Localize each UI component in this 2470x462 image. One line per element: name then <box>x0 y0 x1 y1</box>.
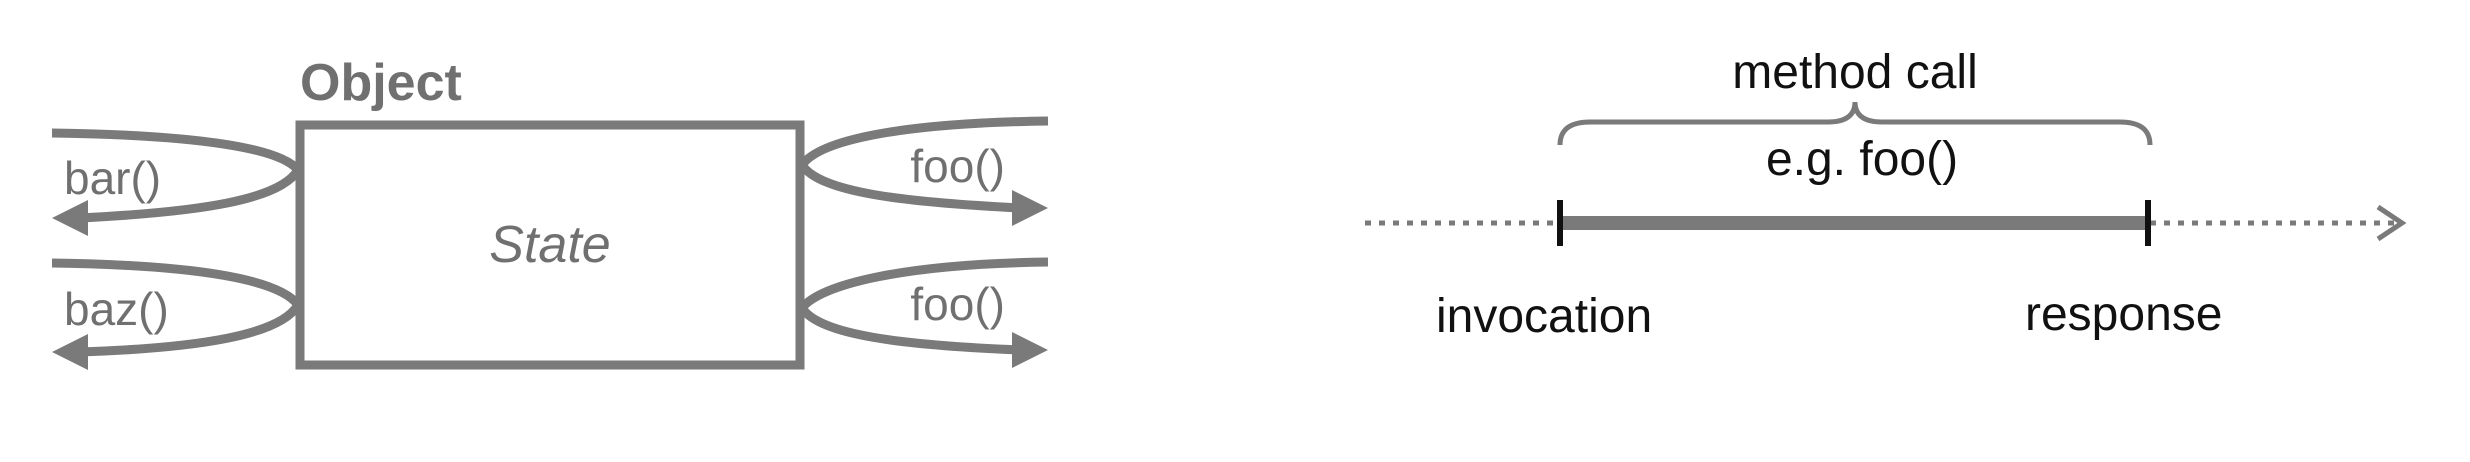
loop-curve <box>796 257 1049 355</box>
timeline-arrow-head <box>2376 204 2407 242</box>
object-title: Object <box>300 54 462 112</box>
left-loop-bar: bar() <box>51 128 304 236</box>
arrow-head-left <box>52 200 88 236</box>
arrow-head-left <box>52 334 88 370</box>
loop-curve <box>51 258 304 357</box>
method-label-baz: baz() <box>64 283 169 335</box>
loop-curve <box>51 128 304 223</box>
brace-label: method call <box>1732 46 1977 99</box>
object-box <box>295 120 805 370</box>
loop-curve <box>796 116 1049 213</box>
right-loop-foo-1: foo() <box>796 116 1049 226</box>
method-label-foo-1: foo() <box>910 140 1005 192</box>
state-label: State <box>489 216 610 274</box>
left-loop-baz: baz() <box>51 258 304 370</box>
right-loop-foo-2: foo() <box>796 257 1049 368</box>
example-label: e.g. foo() <box>1766 133 1958 186</box>
method-label-bar: bar() <box>64 152 161 204</box>
method-label-foo-2: foo() <box>910 278 1005 330</box>
curly-brace <box>1557 101 2153 146</box>
arrow-head-right <box>1012 190 1048 226</box>
invocation-label: invocation <box>1436 290 1652 343</box>
object-diagram: Object State bar() baz() foo() foo() <box>51 54 1049 370</box>
timeline-diagram: method call e.g. foo() invocation respon… <box>1365 46 2407 343</box>
arrow-head-right <box>1012 332 1048 368</box>
response-label: response <box>2025 288 2222 341</box>
